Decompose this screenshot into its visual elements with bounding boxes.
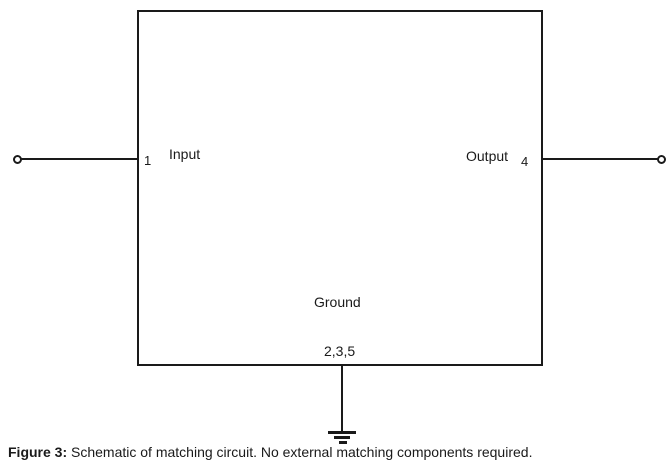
input-wire (17, 158, 138, 160)
output-wire (543, 158, 662, 160)
input-label: Input (169, 146, 201, 162)
output-pin-label: 4 (521, 154, 529, 169)
input-terminal-icon (13, 155, 22, 164)
figure-caption: Figure 3: Schematic of matching circuit.… (8, 444, 532, 460)
ground-bar-bottom (339, 441, 347, 444)
ground-wire (341, 366, 343, 432)
circuit-block (137, 10, 543, 366)
output-terminal-icon (657, 155, 666, 164)
figure-caption-text: Schematic of matching circuit. No extern… (71, 444, 533, 460)
ground-bar-middle (334, 436, 350, 439)
ground-pins-label: 2,3,5 (324, 343, 356, 359)
output-label: Output (466, 148, 509, 164)
input-pin-label: 1 (144, 153, 152, 168)
figure-caption-label: Figure 3: (8, 444, 68, 460)
ground-bar-top (328, 431, 356, 434)
ground-label: Ground (314, 294, 361, 310)
